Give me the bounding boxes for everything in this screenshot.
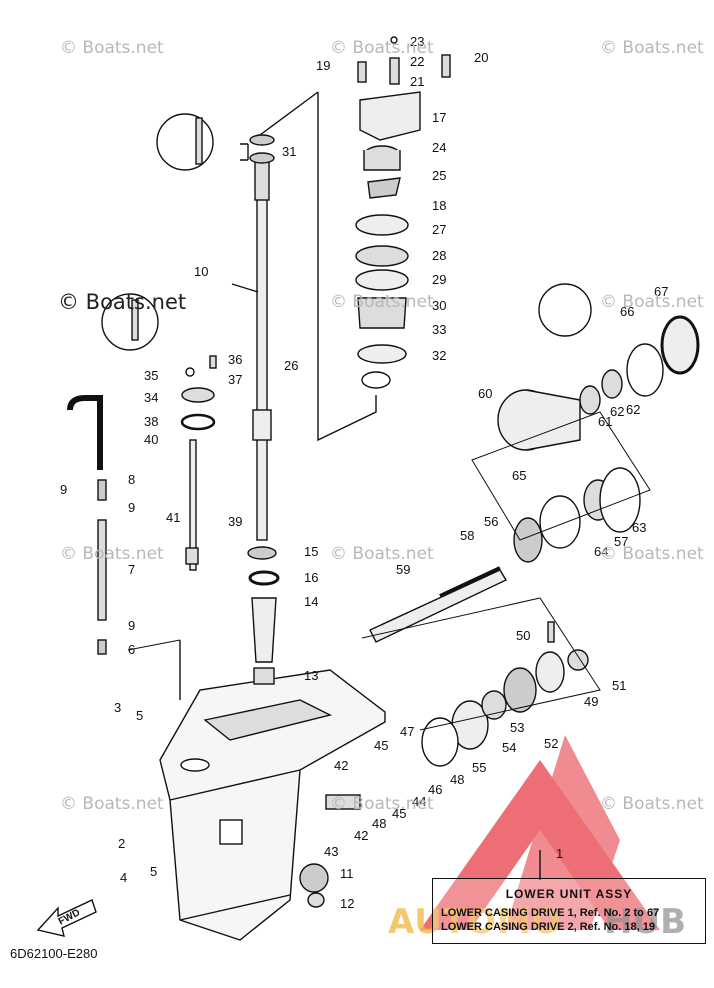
callout: 31: [282, 144, 296, 159]
brand-watermark: AUTOMO: [388, 902, 562, 942]
callout: 14: [304, 594, 318, 609]
callout: 67: [654, 284, 668, 299]
callout: 10: [194, 264, 208, 279]
callout: 39: [228, 514, 242, 529]
callout: 51: [612, 678, 626, 693]
callout: 6: [128, 642, 135, 657]
callout: 32: [432, 348, 446, 363]
callout: 5: [150, 864, 157, 879]
callout: 63: [632, 520, 646, 535]
watermark-text: © Boats.net: [60, 544, 164, 564]
watermark-text: © Boats.net: [330, 544, 434, 564]
brand-watermark-tail: HUB: [604, 902, 686, 942]
callout: 65: [512, 468, 526, 483]
callout: 11: [340, 866, 354, 881]
watermark-text: © Boats.net: [330, 38, 434, 58]
callout: 28: [432, 248, 446, 263]
callout: 3: [114, 700, 121, 715]
callout: 5: [136, 708, 143, 723]
fwd-arrow: [36, 899, 97, 937]
assembly-line-2: LOWER CASING DRIVE 2, Ref. No. 18, 19: [441, 921, 655, 933]
callout: 4: [120, 870, 127, 885]
callout: 38: [144, 414, 158, 429]
callout: 17: [432, 110, 446, 125]
callout: 44: [412, 794, 426, 809]
callout: 42: [334, 758, 348, 773]
callout: 46: [428, 782, 442, 797]
callout: 55: [472, 760, 486, 775]
callout: 26: [284, 358, 298, 373]
callout: 29: [432, 272, 446, 287]
callout: 61: [598, 414, 612, 429]
callout: 47: [400, 724, 414, 739]
watermark-text: © Boats.net: [600, 544, 704, 564]
watermark-text: © Boats.net: [600, 292, 704, 312]
callout: 50: [516, 628, 530, 643]
callout: 37: [228, 372, 242, 387]
callout: 13: [304, 668, 318, 683]
callout: 60: [478, 386, 492, 401]
callout: 18: [432, 198, 446, 213]
callout: 8: [128, 472, 135, 487]
callout: 45: [374, 738, 388, 753]
callout: 54: [502, 740, 516, 755]
water-pump-stack: [355, 36, 451, 389]
watermark-text: © Boats.net: [58, 290, 187, 314]
watermark-text: © Boats.net: [600, 794, 704, 814]
callout: 40: [144, 432, 158, 447]
watermark-text: © Boats.net: [60, 794, 164, 814]
callout: 9: [128, 500, 135, 515]
callout: 19: [316, 58, 330, 73]
callout: 66: [620, 304, 634, 319]
watermark-text: © Boats.net: [60, 38, 164, 58]
callout: 27: [432, 222, 446, 237]
callout: 23: [410, 34, 424, 49]
callout: 48: [372, 816, 386, 831]
callout: 56: [484, 514, 498, 529]
callout: 9: [60, 482, 67, 497]
callout: 59: [396, 562, 410, 577]
callout: 24: [432, 140, 446, 155]
callout: 52: [544, 736, 558, 751]
callout: 58: [460, 528, 474, 543]
callout: 12: [340, 896, 354, 911]
assembly-title: LOWER UNIT ASSY: [505, 887, 633, 901]
diagram-code: 6D62100-E280: [10, 946, 98, 961]
callout: 7: [128, 562, 135, 577]
callout: 20: [474, 50, 488, 65]
callout: 21: [410, 74, 424, 89]
callout: 42: [354, 828, 368, 843]
callout: 49: [584, 694, 598, 709]
callout: 33: [432, 322, 446, 337]
watermark-text: © Boats.net: [600, 38, 704, 58]
callout: 2: [118, 836, 125, 851]
callout: 45: [392, 806, 406, 821]
callout: 62: [626, 402, 640, 417]
callout: 64: [594, 544, 608, 559]
callout: 16: [304, 570, 318, 585]
callout: 22: [410, 54, 424, 69]
callout: 62: [610, 404, 624, 419]
drive-shaft: [252, 159, 272, 541]
watermark-text: © Boats.net: [330, 292, 434, 312]
propeller-shaft: [369, 566, 507, 643]
callout: 43: [324, 844, 338, 859]
assembly-line-1: LOWER CASING DRIVE 1, Ref. No. 2 to 67: [441, 907, 660, 919]
watermark-text: © Boats.net: [330, 794, 434, 814]
callout: 30: [432, 298, 446, 313]
callout: 25: [432, 168, 446, 183]
callout: 35: [144, 368, 158, 383]
assembly-legend-box: LOWER UNIT ASSY LOWER CASING DRIVE 1, Re…: [432, 878, 706, 944]
callout: 34: [144, 390, 158, 405]
callout: 36: [228, 352, 242, 367]
callout: 15: [304, 544, 318, 559]
assembly-callout: 1: [556, 846, 564, 861]
callout: 9: [128, 618, 135, 633]
callout: 41: [166, 510, 180, 525]
callout: 48: [450, 772, 464, 787]
callout: 53: [510, 720, 524, 735]
callout: 57: [614, 534, 628, 549]
